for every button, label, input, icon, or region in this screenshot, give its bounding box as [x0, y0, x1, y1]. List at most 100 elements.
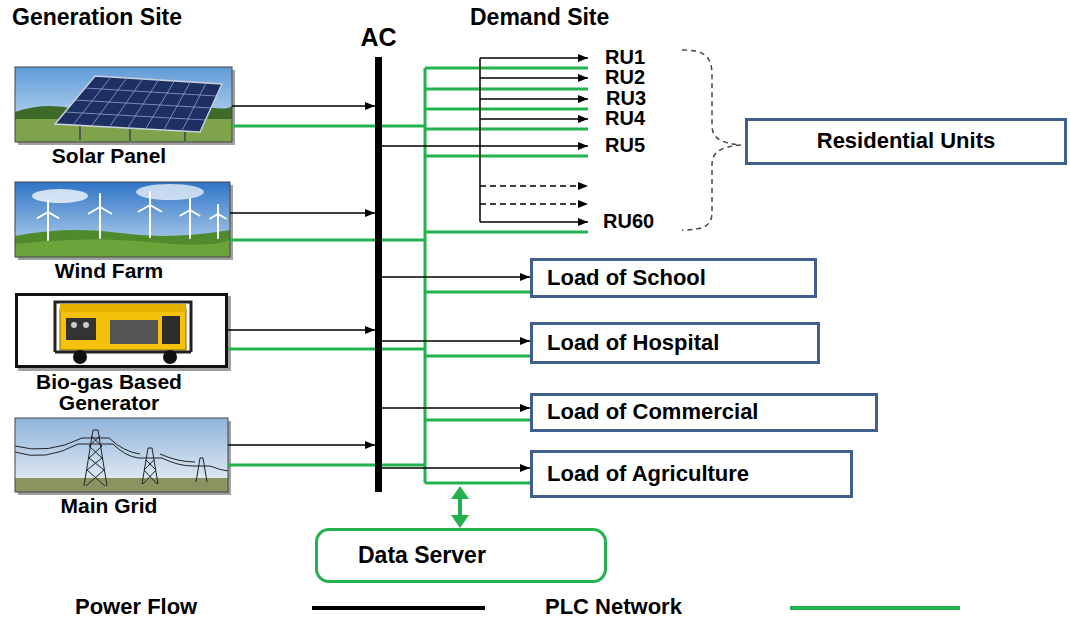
generator-photo-part: [163, 350, 177, 364]
main-grid-photo-part: [15, 430, 228, 486]
generator-photo-part: [60, 308, 186, 350]
unit-label: RU2: [605, 67, 645, 87]
legend-text: Power Flow: [75, 596, 197, 618]
load-box: Residential Units: [745, 118, 1067, 165]
wind-farm-photo-part: [38, 192, 226, 240]
source-caption: Solar Panel: [9, 145, 209, 166]
server-box: Data Server: [315, 528, 607, 583]
generator-photo-part: [162, 316, 180, 344]
solar-panel-photo: [15, 67, 232, 142]
power-flow-arrow: [382, 340, 530, 342]
plc-double-arrow-part: [451, 515, 469, 528]
power-flow-arrow: [230, 212, 375, 214]
main-grid-photo-part: [15, 418, 228, 492]
residential-feeders-part: [480, 185, 588, 187]
generator-photo-part: [83, 322, 89, 328]
plc-network-part: [425, 128, 588, 131]
solar-panel-photo-part: [55, 76, 222, 132]
photo-frame: [15, 182, 230, 257]
plc-double-arrow: [451, 486, 469, 528]
plc-network-part: [425, 155, 588, 158]
plc-double-arrow-part: [451, 486, 469, 499]
generator-photo-part: [66, 318, 96, 340]
ac-bus-bar: AC: [375, 57, 382, 492]
box-text: Residential Units: [817, 129, 995, 153]
legend-text: PLC Network: [545, 596, 682, 618]
source-picture: Main Grid: [15, 418, 228, 492]
unit-label: RU1: [605, 47, 645, 67]
unit-label: RU5: [605, 135, 645, 155]
residential-feeders-part: [480, 118, 588, 120]
photo-frame: [15, 67, 232, 142]
load-box: Load of School: [530, 258, 817, 298]
residential-feeders-part: [382, 145, 588, 147]
box-text: Load of School: [547, 266, 706, 290]
unit-label: RU4: [605, 108, 645, 128]
source-picture: Solar Panel: [15, 67, 232, 142]
generator-photo-part: [55, 302, 191, 352]
solar-panel-photo-part: [15, 67, 232, 142]
power-flow-arrow: [382, 467, 530, 469]
main-grid-photo-part-part: [78, 430, 113, 486]
power-flow-arrow: [382, 407, 530, 409]
photo-frame: [15, 418, 228, 492]
main-grid-photo-part-part: [138, 448, 162, 484]
load-box: Load of Commercial: [530, 393, 878, 432]
main-grid-photo-part-part: [193, 458, 210, 482]
plc-network-part: [228, 464, 425, 467]
wind-farm-photo-part-part: [210, 205, 226, 238]
load-box: Load of Agriculture: [530, 450, 853, 498]
residential-feeders-part: [480, 221, 588, 223]
wind-farm-photo-part: [15, 182, 230, 257]
wind-farm-photo-part: [136, 184, 204, 200]
box-text: Load of Hospital: [547, 331, 719, 355]
generator-photo-part: [71, 322, 77, 328]
photo-frame: [17, 295, 227, 367]
residential-feeders-part: [480, 203, 588, 205]
plc-network-part: [425, 355, 530, 358]
wind-farm-photo-part-part: [38, 200, 59, 240]
wind-farm-photo-part-part: [181, 199, 200, 238]
solar-panel-photo-part: [65, 77, 217, 131]
power-flow-arrow: [232, 105, 375, 107]
plc-network-part: [425, 419, 530, 422]
unit-label: RU60: [603, 211, 654, 231]
source-caption: Bio-gas Based Generator: [9, 371, 209, 414]
generator-photo-part: [15, 293, 228, 368]
wind-farm-photo-part: [15, 239, 230, 257]
source-caption: Main Grid: [9, 495, 209, 516]
plc-network-part: [230, 239, 425, 242]
residential-feeders-part: [480, 57, 588, 59]
wind-farm-photo-part: [32, 189, 88, 203]
generator-photo-part: [60, 304, 186, 312]
plc-network-part: [425, 67, 588, 70]
residential-feeders-part: [480, 98, 588, 100]
box-text: Data Server: [358, 543, 486, 568]
legend-line: [312, 606, 485, 610]
residential-feeders-part: [479, 58, 481, 222]
main-grid-photo-part-part: [15, 438, 195, 462]
dashed-brace: [682, 50, 741, 230]
legend-line: [790, 606, 960, 610]
source-caption: Wind Farm: [9, 260, 209, 281]
plc-network-part: [425, 231, 588, 234]
plc-network-part: [232, 125, 425, 128]
unit-label: RU3: [606, 88, 646, 108]
box-text: Load of Commercial: [547, 400, 758, 424]
source-picture: Bio-gas Based Generator: [15, 293, 228, 368]
generator-photo-part: [110, 320, 158, 344]
power-flow-arrow: [382, 276, 530, 278]
bus-label: AC: [360, 24, 396, 52]
wind-farm-photo: [15, 182, 230, 257]
box-text: Load of Agriculture: [547, 462, 749, 486]
plc-network-part: [425, 108, 588, 111]
residential-feeders-part: [480, 77, 588, 79]
plc-network-part: [425, 88, 588, 91]
plc-network-part: [228, 348, 425, 351]
section-heading: Demand Site: [470, 6, 609, 29]
generator-photo-part: [73, 350, 87, 364]
power-flow-arrow: [228, 329, 375, 331]
